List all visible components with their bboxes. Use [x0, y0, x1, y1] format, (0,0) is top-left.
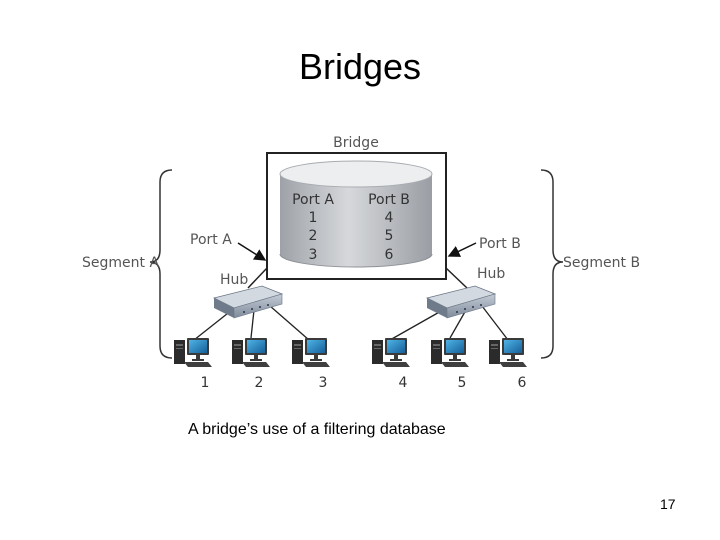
computer-label-5: 5	[458, 375, 467, 391]
segment-b-brace	[540, 169, 564, 359]
workstation-2	[232, 338, 270, 367]
page-number: 17	[660, 496, 676, 512]
db-entry-b-2: 5	[385, 228, 394, 244]
workstation-3	[292, 338, 330, 367]
computer-label-6: 6	[518, 375, 527, 391]
slide-title: Bridges	[298, 46, 422, 87]
hub-right	[425, 285, 497, 319]
segment-a-label: Segment A	[82, 255, 159, 271]
computer-label-4: 4	[399, 375, 408, 391]
hub-left-label: Hub	[220, 272, 248, 288]
bridge-label: Bridge	[333, 135, 379, 151]
computer-label-1: 1	[201, 375, 210, 391]
db-entry-a-2: 2	[309, 228, 318, 244]
workstation-5	[431, 338, 469, 367]
hub-right-label: Hub	[477, 266, 505, 282]
bridge-link-left	[247, 267, 268, 289]
filtering-database	[279, 160, 433, 268]
bridge-link-right	[445, 267, 468, 289]
db-entry-b-3: 6	[385, 247, 394, 263]
workstation-4	[372, 338, 410, 367]
workstation-1	[174, 338, 212, 367]
db-header-port-b: Port B	[368, 192, 410, 208]
figure-caption: A bridge’s use of a filtering database	[188, 421, 446, 438]
port-b-label: Port B	[479, 236, 521, 252]
computer-label-3: 3	[319, 375, 328, 391]
workstation-6	[489, 338, 527, 367]
hub-left	[212, 285, 284, 319]
port-b-arrow	[447, 242, 477, 257]
segment-a-brace	[149, 169, 173, 359]
db-entry-a-3: 3	[309, 247, 318, 263]
hub-links	[193, 305, 509, 341]
port-a-arrow	[237, 242, 267, 261]
computer-label-2: 2	[255, 375, 264, 391]
db-entry-a-1: 1	[309, 210, 318, 226]
db-entry-b-1: 4	[385, 210, 394, 226]
segment-b-label: Segment B	[563, 255, 640, 271]
db-header-port-a: Port A	[292, 192, 334, 208]
port-a-label: Port A	[190, 232, 232, 248]
